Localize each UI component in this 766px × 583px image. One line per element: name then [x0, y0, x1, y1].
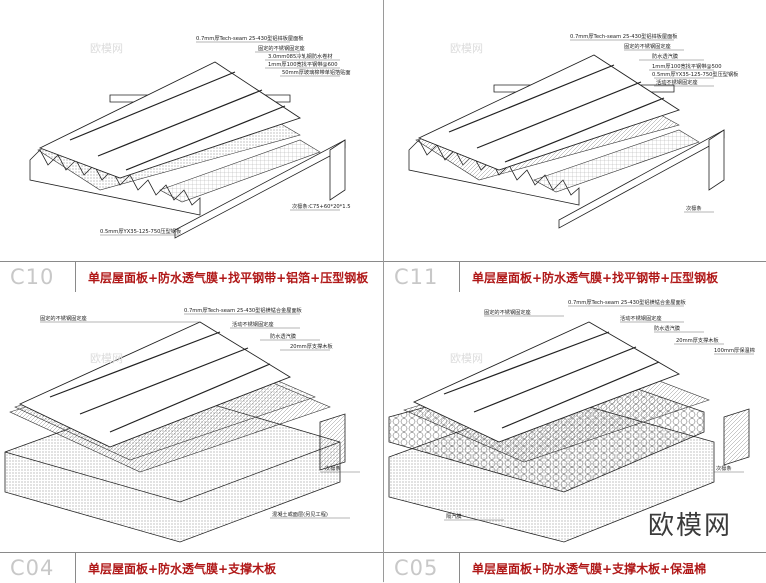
- panel-c10: 0.7mm厚Tech-seam 25-430型铝锌板屋面板 固定的不锈钢固定座 …: [0, 0, 383, 292]
- c10-steel-strap: [159, 139, 321, 203]
- c11-label-purlin: 次檩条: [686, 204, 702, 212]
- c11-label-2: 防水透汽膜: [652, 52, 678, 60]
- c11-code: C11: [394, 265, 439, 289]
- c05-drawing: 固定的不锈钢固定座 0.7mm厚Tech-seam 25-430型铝镁锰合金屋面…: [388, 298, 755, 543]
- c04-label-base: 混凝土或面层(另见工程): [272, 510, 328, 518]
- c04-purlin: [319, 413, 346, 471]
- c11-caption-separator: [459, 262, 460, 292]
- c05-caption-bar: C05 单层屋面板+防水透气膜+支撑木板+保温棉: [384, 552, 766, 583]
- c05-label-3: 防水透汽膜: [654, 324, 680, 332]
- c04-seams: [49, 331, 271, 433]
- c11-label-3: 1mm厚100宽找平钢带@500: [652, 62, 722, 70]
- c10-seams: [69, 71, 286, 171]
- c04-caption-separator: [75, 553, 76, 583]
- brand-logo: 欧模网: [647, 511, 732, 541]
- c05-purlin: [723, 408, 750, 466]
- c04-label-2: 活动不锈钢固定座: [232, 320, 274, 328]
- watermark: 欧模网: [450, 352, 483, 365]
- c11-label-5: 活动不锈钢固定座: [656, 78, 698, 86]
- c10-roof-sheet: [38, 61, 302, 179]
- c05-code: C05: [394, 556, 439, 580]
- c10-label-top: 0.7mm厚Tech-seam 25-430型铝锌板屋面板: [196, 34, 304, 42]
- c10-caption-separator: [75, 262, 76, 292]
- c05-label-1: 固定的不锈钢固定座: [484, 308, 531, 316]
- c05-label-purlin: 次檩条: [716, 464, 732, 472]
- c10-label-4: 50mm厚玻璃棉带单铝箔贴面: [282, 68, 351, 76]
- c04-base-edge: [4, 441, 341, 503]
- c11-leaders: [570, 39, 714, 213]
- c11-label-4: 0.5mm厚YX35-125-750型压型钢板: [652, 70, 739, 78]
- c04-code: C04: [10, 556, 55, 580]
- c05-label-5: 100mm厚保温棉: [714, 346, 755, 354]
- c11-seams: [448, 64, 665, 163]
- c05-caption-separator: [459, 553, 460, 583]
- c04-label-3: 防水透汽膜: [270, 332, 296, 340]
- c04-label-4: 20mm厚支撑木板: [290, 342, 333, 350]
- panel-c05: 固定的不锈钢固定座 0.7mm厚Tech-seam 25-430型铝镁锰合金屋面…: [384, 292, 766, 583]
- c05-label-2: 活动不锈钢固定座: [620, 314, 662, 322]
- c10-title: 单层屋面板+防水透气膜+找平钢带+铝箔+压型钢板: [88, 271, 369, 285]
- c10-label-1: 固定的不锈钢固定座: [258, 44, 305, 52]
- c11-title: 单层屋面板+防水透气膜+找平钢带+压型钢板: [472, 271, 719, 285]
- c05-roof-sheet: [412, 321, 681, 443]
- c10-drawing: 0.7mm厚Tech-seam 25-430型铝锌板屋面板 固定的不锈钢固定座 …: [29, 34, 351, 239]
- c05-title: 单层屋面板+防水透气膜+支撑木板+保温棉: [472, 562, 707, 576]
- c05-label-top: 0.7mm厚Tech-seam 25-430型铝镁锰合金屋面板: [568, 298, 687, 306]
- c10-leaders: [100, 41, 340, 236]
- c10-caption-bar: C10 单层屋面板+防水透气膜+找平钢带+铝箔+压型钢板: [0, 261, 383, 292]
- c11-roof-sheet: [417, 54, 681, 171]
- c04-caption-bar: C04 单层屋面板+防水透气膜+支撑木板: [0, 552, 383, 583]
- c04-label-1: 固定的不锈钢固定座: [40, 314, 87, 322]
- panel-divider: [383, 0, 384, 582]
- c11-label-1: 固定的不锈钢固定座: [624, 42, 671, 50]
- c11-label-top: 0.7mm厚Tech-seam 25-430型铝锌板屋面板: [570, 32, 678, 40]
- watermark: 欧模网: [450, 42, 483, 55]
- c04-label-top: 0.7mm厚Tech-seam 25-430型铝镁锰合金屋面板: [184, 306, 303, 314]
- panel-c04: 固定的不锈钢固定座 0.7mm厚Tech-seam 25-430型铝镁锰合金屋面…: [0, 292, 383, 583]
- c11-drawing: 0.7mm厚Tech-seam 25-430型铝锌板屋面板 固定的不锈钢固定座 …: [408, 32, 739, 229]
- c05-label-base: 隔汽膜: [446, 512, 462, 520]
- c04-leaders: [40, 313, 360, 519]
- c10-code: C10: [10, 265, 55, 289]
- c05-label-4: 20mm厚支撑木板: [676, 336, 719, 344]
- panel-c11: 0.7mm厚Tech-seam 25-430型铝锌板屋面板 固定的不锈钢固定座 …: [384, 0, 766, 292]
- c10-label-deck: 0.5mm厚YX35-125-750压型钢板: [100, 227, 182, 235]
- c10-label-3: 1mm厚100宽找平钢带@600: [268, 60, 338, 68]
- c04-title: 单层屋面板+防水透气膜+支撑木板: [88, 562, 277, 576]
- watermark: 欧模网: [90, 352, 123, 365]
- c10-label-purlin: 次檩条:C75+60*20*1.5: [292, 202, 351, 210]
- c04-drawing: 固定的不锈钢固定座 0.7mm厚Tech-seam 25-430型铝镁锰合金屋面…: [4, 306, 360, 543]
- c05-seams: [443, 331, 660, 429]
- c10-label-2: 3.0mm085冷轧钢防水卷材: [268, 52, 333, 60]
- c04-label-purlin: 次檩条: [325, 464, 341, 472]
- c11-caption-bar: C11 单层屋面板+防水透气膜+找平钢带+压型钢板: [384, 261, 766, 292]
- c05-leaders: [444, 305, 754, 521]
- c11-steel-strap: [533, 129, 700, 193]
- watermark: 欧模网: [90, 42, 123, 55]
